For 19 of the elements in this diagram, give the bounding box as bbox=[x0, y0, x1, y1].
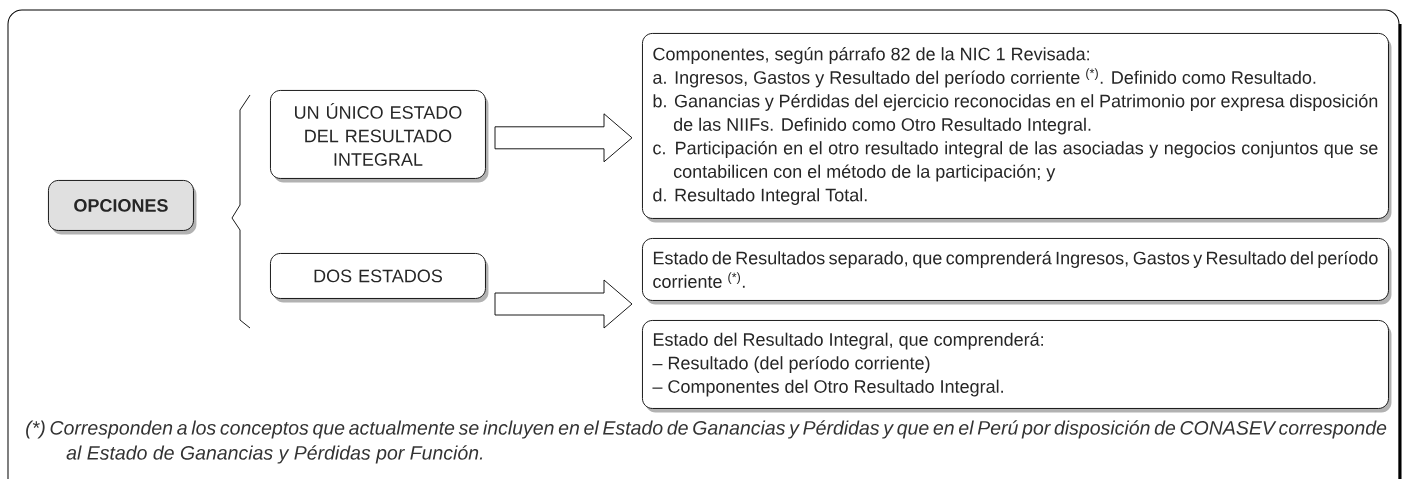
list-item: – Componentes del Otro Resultado Integral. bbox=[652, 379, 1003, 397]
option-box bbox=[270, 253, 489, 303]
option-box bbox=[48, 180, 197, 235]
list-item: b. Ganancias y Pérdidas del ejercicio reconocidas en el Patrimonio por expresa disposición de las NIIFs. Definido como Otro Resultado Integral. bbox=[653, 93, 1378, 135]
list-item: d. Resultado Integral Total. bbox=[653, 188, 867, 205]
block-arrow bbox=[494, 113, 633, 163]
paragraph-text: Estado de Resultados separado, que comprenderá Ingresos, Gastos y Resultado del período corriente $^{(*)}$. bbox=[653, 251, 1378, 288]
box-label: OPCIONES bbox=[74, 199, 168, 212]
box-label: DOS ESTADOS bbox=[314, 269, 442, 283]
box-label: UN ÚNICO ESTADO DEL RESULTADO INTEGRAL bbox=[295, 103, 462, 166]
text-box bbox=[642, 33, 1392, 223]
text-box bbox=[642, 320, 1392, 413]
block-arrow bbox=[494, 279, 633, 329]
heading-text: Componentes, según párrafo 82 de la NIC 1 Revisada: bbox=[653, 46, 1089, 64]
heading-text: Estado del Resultado Integral, que comprenderá: bbox=[653, 332, 1043, 350]
list-item: a. Ingresos, Gastos y Resultado del período corriente $^{(*)}$. Definido como Resultado. bbox=[653, 68, 1316, 88]
list-item: – Resultado (del período corriente) bbox=[652, 355, 930, 373]
option-box bbox=[270, 90, 489, 183]
text-box bbox=[642, 238, 1392, 305]
